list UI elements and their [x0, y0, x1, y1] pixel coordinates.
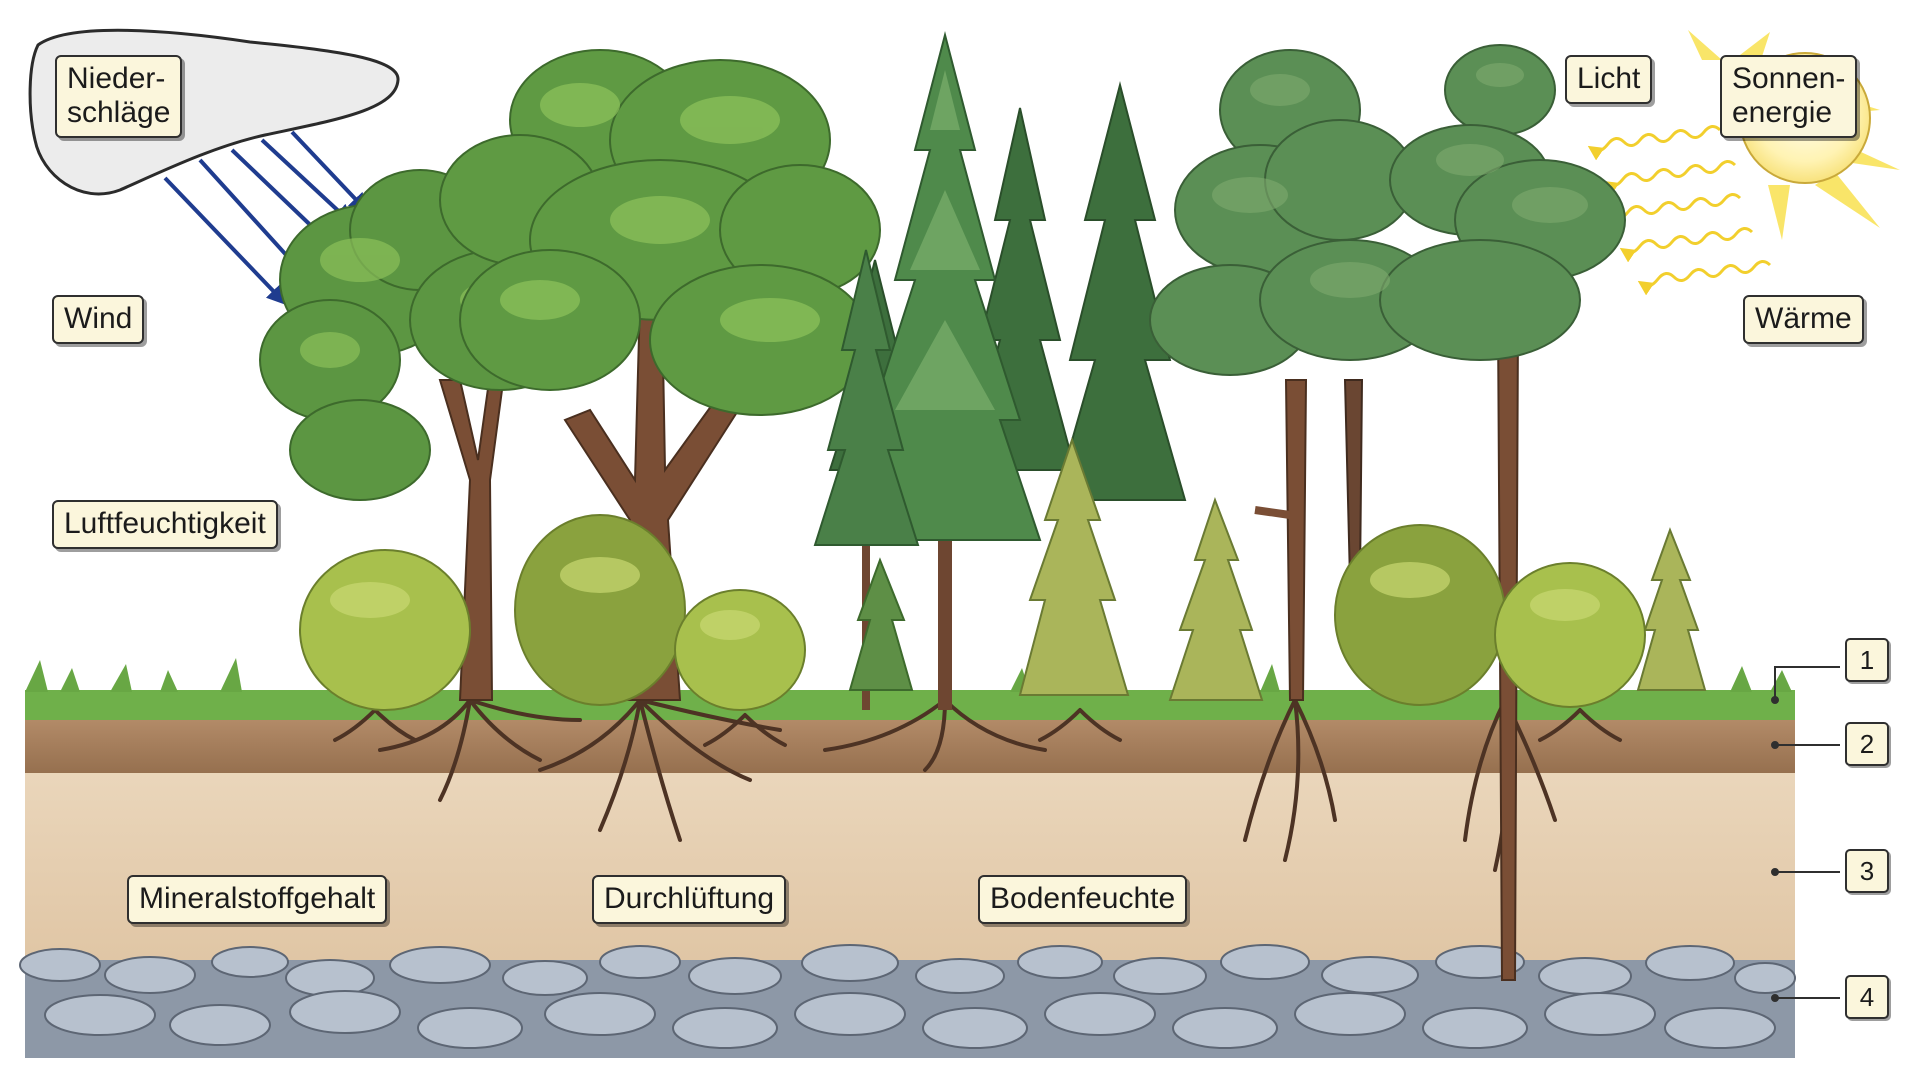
conifer-left-small	[813, 249, 920, 710]
pine-trees-right	[1149, 44, 1626, 981]
conifer-light	[1018, 436, 1707, 701]
layer-subsoil	[25, 770, 1795, 960]
label-solar-energy: Sonnen- energie	[1720, 55, 1858, 138]
sun-rays	[1587, 125, 1772, 296]
conifer-middle	[848, 31, 1042, 710]
layer-leader-lines	[1771, 666, 1840, 1002]
shrub-highlights	[330, 557, 1600, 640]
layer-number-4: 4	[1845, 975, 1889, 1019]
layer-number-1: 1	[1845, 638, 1889, 682]
shrubs	[299, 514, 1646, 711]
label-aeration: Durchlüftung	[592, 875, 787, 924]
label-heat: Wärme	[1743, 295, 1864, 344]
bedrock-stones	[19, 944, 1796, 1049]
label-humidity: Luftfeuchtigkeit	[52, 500, 278, 549]
label-wind: Wind	[52, 295, 145, 344]
label-light: Licht	[1565, 55, 1653, 104]
label-precipitation: Nieder- schläge	[55, 55, 183, 138]
layer-number-3: 3	[1845, 849, 1889, 893]
label-minerals: Mineralstoffgehalt	[127, 875, 388, 924]
label-soil-moisture: Bodenfeuchte	[978, 875, 1188, 924]
deciduous-tree-main	[439, 49, 881, 701]
layer-number-2: 2	[1845, 722, 1889, 766]
